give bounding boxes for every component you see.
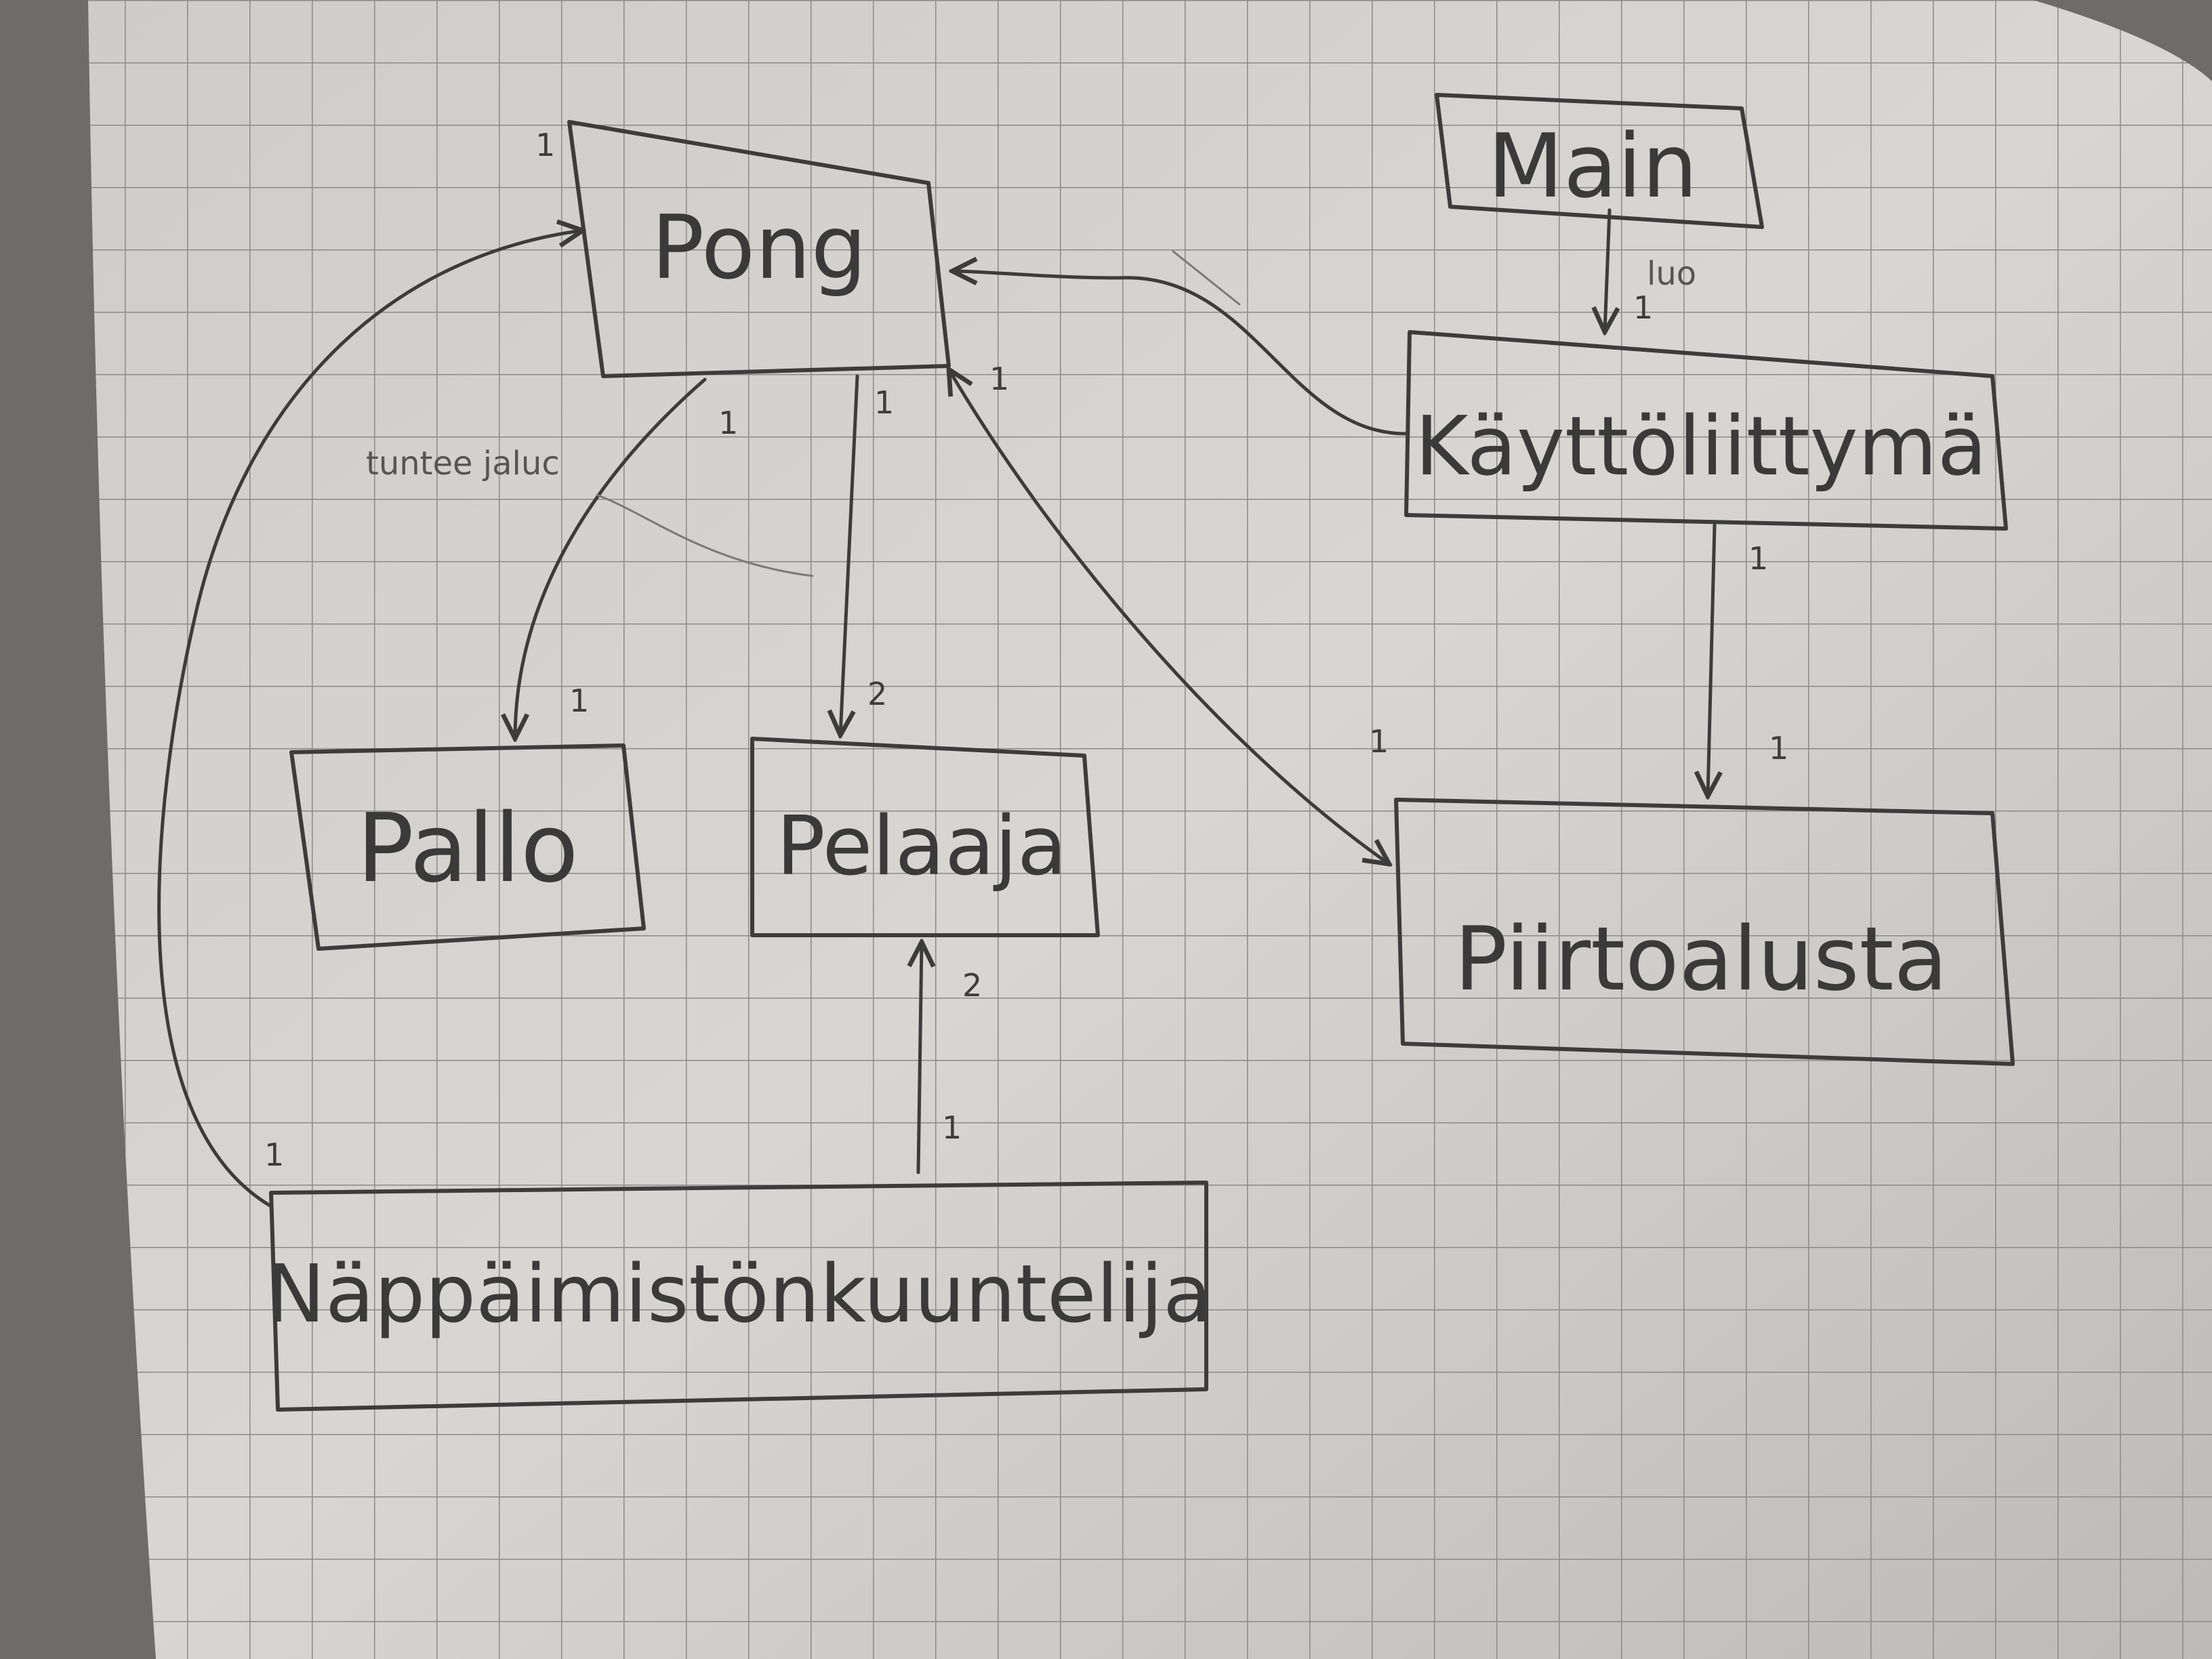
pelaaja-label: Pelaaja <box>776 800 1067 894</box>
kayttoliittyma-to-piirtoalusta-edge <box>1708 523 1715 796</box>
mult-nk-to-pong: 1 <box>264 1136 284 1173</box>
mult-pong-to-pallo-dst: 1 <box>569 682 589 719</box>
pallo-label: Pallo <box>356 794 578 904</box>
main-label: Main <box>1488 115 1698 218</box>
pallo-box: Pallo <box>289 743 646 951</box>
pong-to-pelaaja-edge <box>840 374 859 735</box>
luo-label: luo <box>1647 255 1696 293</box>
piirtoalusta-box: Piirtoalusta <box>1394 798 2015 1066</box>
mult-pong-to-pallo-src: 1 <box>718 405 738 441</box>
nappaimistonkuuntelija-to-pelaaja-edge <box>918 942 922 1174</box>
pong-to-piirtoalusta-edge <box>949 369 1389 864</box>
mult-nk-to-pelaaja-src: 1 <box>942 1109 962 1146</box>
mult-nk-to-pelaaja-dst: 2 <box>962 967 982 1004</box>
mult-main-to-kl: 1 <box>1633 289 1653 326</box>
tuntee-jaluc-note: tuntee jaluc <box>366 445 560 483</box>
piirtoalusta-label: Piirtoalusta <box>1454 907 1948 1010</box>
main-to-kayttoliittyma-edge <box>1605 208 1610 332</box>
mult-pong-to-piirto-dst: 1 <box>1369 723 1389 760</box>
pong-label: Pong <box>651 196 867 299</box>
nappaimistonkuuntelija-to-pong-edge <box>157 230 583 1208</box>
nappaimistonkuuntelija-box: Näppäimistönkuuntelija <box>266 1181 1212 1412</box>
main-box: Main <box>1435 93 1764 229</box>
mult-kl-to-piirto-src: 1 <box>1748 540 1768 577</box>
kayttoliittyma-label: Käyttöliittymä <box>1415 400 1987 494</box>
mult-pong-kl-src: 1 <box>989 361 1009 397</box>
pong-to-pallo-edge <box>515 377 707 739</box>
mult-pong-to-pelaaja-src: 1 <box>874 384 894 421</box>
nappaimistonkuuntelija-label: Näppäimistönkuuntelija <box>266 1247 1212 1340</box>
mult-kl-to-piirto-dst: 1 <box>1769 730 1788 766</box>
mult-pong-to-pelaaja-dst: 2 <box>867 676 887 712</box>
kayttoliittyma-box: Käyttöliittymä <box>1404 330 2008 531</box>
mult-pong-self-top: 1 <box>535 127 555 163</box>
